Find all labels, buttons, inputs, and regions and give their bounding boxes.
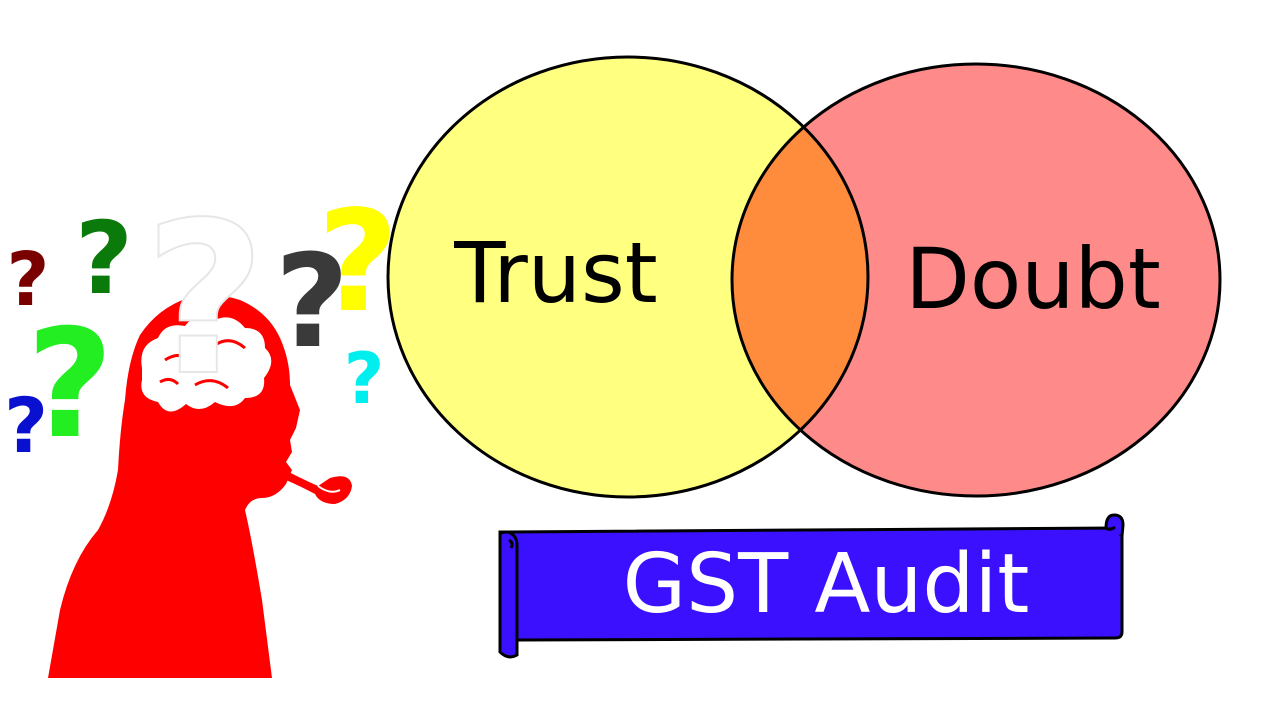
question-mark-yellow: ? bbox=[317, 181, 398, 344]
banner-label: GST Audit bbox=[623, 537, 1030, 632]
question-mark-bright-green: ? bbox=[26, 298, 113, 472]
doubt-circle-outline bbox=[730, 62, 1222, 498]
question-mark-cyan: ? bbox=[344, 338, 385, 420]
banner-right-curl bbox=[1104, 513, 1125, 537]
question-mark-white-outline: ? bbox=[144, 177, 266, 422]
scroll-banner: GST Audit bbox=[498, 513, 1125, 659]
banner-body bbox=[498, 526, 1124, 659]
venn-group: Trust Doubt bbox=[386, 55, 1222, 499]
question-mark-dark-red: ? bbox=[7, 237, 50, 323]
banner-left-curl bbox=[498, 530, 519, 640]
doubt-label: Doubt bbox=[905, 230, 1161, 328]
question-mark-dark-green: ? bbox=[75, 200, 133, 317]
question-mark-blue: ? bbox=[4, 381, 48, 470]
trust-circle bbox=[388, 57, 868, 497]
pipe-outline bbox=[317, 485, 341, 493]
brain-folds bbox=[159, 339, 246, 390]
trust-circle-outline bbox=[386, 55, 870, 499]
thinker-figure bbox=[48, 295, 352, 678]
question-mark-dark-gray: ? bbox=[275, 228, 349, 377]
brain-shape bbox=[141, 317, 272, 412]
doubt-circle bbox=[732, 64, 1220, 496]
question-marks: ? ? ? ? ? ? ? ? bbox=[4, 176, 399, 472]
trust-label: Trust bbox=[453, 224, 657, 322]
